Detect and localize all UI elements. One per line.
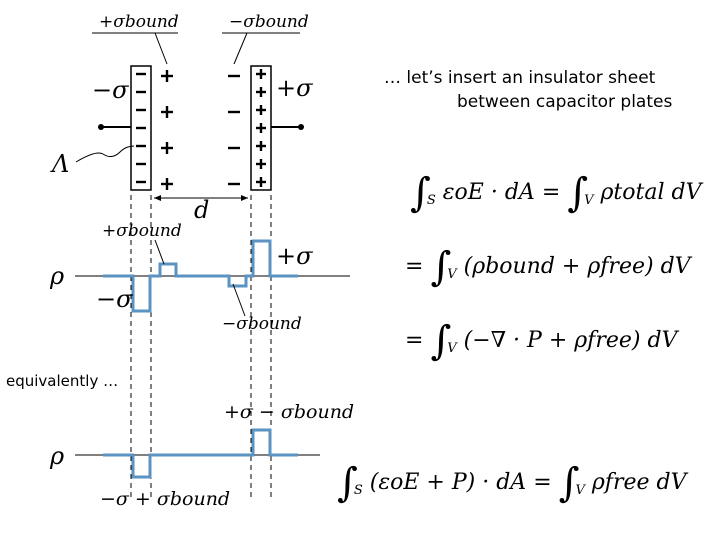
- equals-sign: =: [541, 180, 561, 205]
- d-label: d: [194, 196, 210, 224]
- minus-sigma-bound-label-2: −σbound: [222, 314, 302, 334]
- surface-subscript: S: [426, 193, 436, 209]
- eq1-lhs: εoE · dA: [442, 180, 535, 205]
- minus-sigma-bound-label: −σbound: [229, 12, 309, 32]
- volume-subscript: V: [447, 267, 457, 283]
- bound-plus-charges: [161, 70, 173, 190]
- minus-bound-pointer-2: [232, 283, 246, 317]
- left-terminal: [98, 124, 104, 130]
- gauss-law-split: = ∫V (ρbound + ρfree) dV: [405, 244, 691, 290]
- plus-sigma-label-2: +σ: [276, 242, 313, 270]
- lambda-label: Λ: [52, 150, 70, 178]
- volume-subscript: V: [447, 341, 457, 357]
- minus-sigma-plus-bound-label: −σ + σbound: [100, 488, 231, 510]
- d-arrow-left-head: [154, 195, 161, 201]
- equals-sign: =: [405, 328, 424, 353]
- eq4-rhs: ρfree dV: [591, 470, 687, 495]
- volume-integral-symbol: ∫: [558, 460, 580, 506]
- equals-sign: =: [405, 254, 424, 279]
- plus-sigma-label: +σ: [276, 74, 313, 102]
- eq4-lhs: (εoE + P) · dA: [369, 470, 527, 495]
- gauss-law-total: ∫S εoE · dA = ∫V ρtotal dV: [410, 170, 701, 216]
- volume-subscript: V: [575, 483, 585, 499]
- d-arrow-right-head: [241, 195, 248, 201]
- gauss-law-free: ∫S (εoE + P) · dA = ∫V ρfree dV: [337, 460, 686, 506]
- bound-minus-charges: [228, 74, 240, 186]
- surface-integral-symbol: ∫: [410, 170, 431, 216]
- minus-sigma-label-2: −σ: [96, 285, 133, 313]
- eq1-rhs: ρtotal dV: [600, 180, 702, 205]
- insert-note-line1: … let’s insert an insulator sheet: [384, 68, 656, 88]
- surface-subscript: S: [353, 483, 363, 499]
- rho-label-2: ρ: [50, 442, 65, 470]
- eq3-body: (−∇ · P + ρfree) dV: [463, 328, 678, 353]
- charge-profile-2: [103, 428, 298, 479]
- lambda-pointer: [75, 145, 135, 163]
- right-terminal: [298, 124, 304, 130]
- plus-sigma-minus-bound-label: +σ − σbound: [224, 401, 355, 423]
- plus-sigma-bound-label-2: +σbound: [102, 221, 182, 241]
- left-plate-charges: [136, 72, 146, 184]
- volume-integral-symbol: ∫: [430, 244, 452, 290]
- minus-sigma-label: −σ: [92, 76, 129, 104]
- insert-note-line2: between capacitor plates: [457, 92, 673, 112]
- equivalently-note: equivalently …: [6, 372, 119, 390]
- equals-sign: =: [533, 470, 552, 495]
- right-plate-charges: [256, 69, 266, 187]
- volume-integral-symbol: ∫: [567, 170, 589, 216]
- plus-sigma-bound-label: +σbound: [99, 12, 179, 32]
- charge-profile-1: [103, 239, 298, 313]
- plus-bound-pointer-2: [154, 239, 165, 265]
- minus-bound-pointer: [233, 32, 248, 65]
- gauss-law-polarization: = ∫V (−∇ · P + ρfree) dV: [405, 318, 677, 364]
- plus-bound-pointer: [154, 32, 168, 65]
- volume-integral-symbol: ∫: [430, 318, 452, 364]
- surface-integral-symbol: ∫: [337, 460, 358, 506]
- rho-label-1: ρ: [50, 262, 65, 290]
- eq2-body: (ρbound + ρfree) dV: [463, 254, 691, 279]
- volume-subscript: V: [584, 193, 594, 209]
